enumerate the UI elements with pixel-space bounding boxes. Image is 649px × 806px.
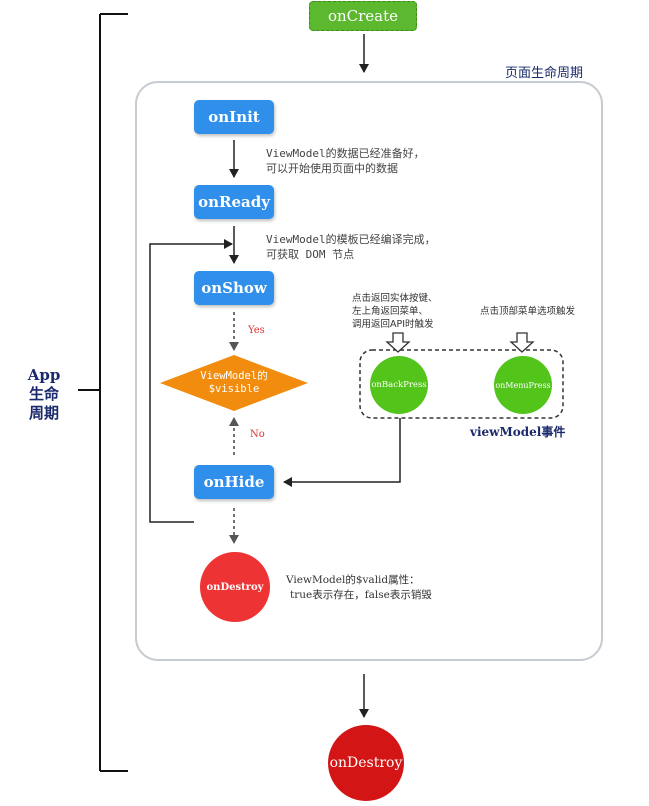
- on-ready-node[interactable]: onReady: [194, 185, 274, 219]
- app-lifecycle-label: App 生命 周期: [26, 366, 62, 423]
- visible-decision-line1: ViewModel的: [200, 370, 268, 382]
- yes-label: Yes: [248, 325, 265, 336]
- on-menu-press-node[interactable]: onMenuPress: [494, 356, 552, 414]
- loop-hide-to-show: [149, 239, 233, 523]
- on-show-node[interactable]: onShow: [194, 271, 274, 305]
- on-back-press-label: onBackPress: [371, 380, 427, 390]
- hollow-arrow-menupress: [509, 332, 535, 353]
- on-back-press-node[interactable]: onBackPress: [370, 356, 428, 414]
- on-destroy-page-node[interactable]: onDestroy: [200, 552, 270, 622]
- app-lifecycle-bracket: [78, 13, 128, 772]
- visible-decision-line2: $visible: [208, 383, 260, 395]
- arrow-backpress-to-hide: [283, 418, 401, 487]
- on-init-note-line1: ViewModel的数据已经准备好，: [266, 147, 425, 160]
- page-lifecycle-label: 页面生命周期: [505, 66, 584, 81]
- on-hide-node[interactable]: onHide: [194, 465, 274, 499]
- on-ready-note-line2: 可获取 DOM 节点: [266, 248, 355, 261]
- on-init-node[interactable]: onInit: [194, 100, 274, 134]
- valid-note-line1: ViewModel的$valid属性：: [286, 574, 420, 586]
- app-lifecycle-label-line1: App: [27, 366, 61, 384]
- on-create-node[interactable]: onCreate: [309, 1, 417, 31]
- on-menu-press-label: onMenuPress: [495, 380, 551, 390]
- app-lifecycle-label-line3: 周期: [28, 404, 59, 422]
- on-destroy-page-label: onDestroy: [206, 581, 264, 593]
- visible-decision-text: ViewModel的 $visible: [190, 370, 278, 396]
- back-press-note-line1: 点击返回实体按键、: [352, 293, 438, 304]
- visible-decision-diamond: [160, 355, 308, 411]
- on-init-note-line2: 可以开始使用页面中的数据: [266, 162, 398, 175]
- on-ready-note-line1: ViewModel的模板已经编译完成，: [266, 233, 436, 246]
- on-destroy-app-label: onDestroy: [329, 755, 403, 771]
- viewmodel-events-label: viewModel事件: [470, 425, 566, 439]
- back-press-note-line2: 左上角返回菜单、: [352, 306, 429, 317]
- app-lifecycle-label-line2: 生命: [28, 385, 59, 403]
- on-destroy-app-node[interactable]: onDestroy: [328, 725, 404, 801]
- viewmodel-events-group: [359, 349, 564, 419]
- no-label: No: [250, 429, 265, 440]
- hollow-arrow-backpress: [385, 332, 411, 353]
- menu-press-note: 点击顶部菜单选项触发: [480, 306, 576, 317]
- page-lifecycle-container: [135, 81, 603, 661]
- back-press-note-line3: 调用返回API时触发: [352, 319, 434, 330]
- valid-note-line2: true表示存在，false表示销毁: [290, 589, 432, 601]
